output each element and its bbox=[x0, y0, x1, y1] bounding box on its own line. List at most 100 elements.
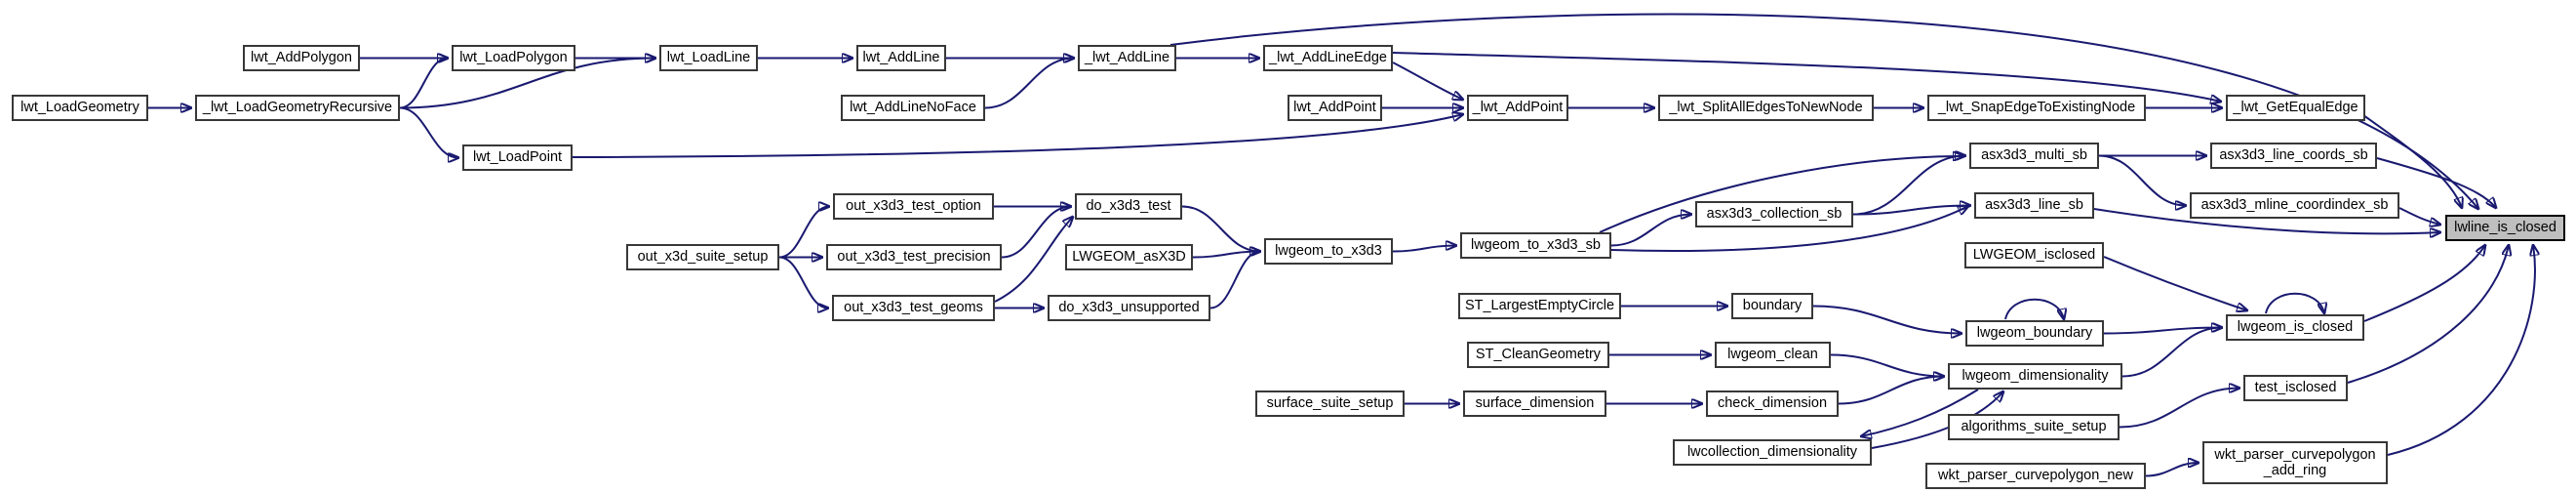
graph-node-lwline_is_closed[interactable]: lwline_is_closed bbox=[2445, 215, 2565, 241]
node-label: _lwt_AddLine bbox=[1084, 50, 1170, 66]
edge-out_x3d_suite_setup-out_x3d3_test_option bbox=[778, 207, 829, 259]
edge-do_x3d3_test-lwgeom_to_x3d3 bbox=[1181, 205, 1260, 252]
graph-node-lwt_AddLine[interactable]: lwt_AddLine bbox=[856, 45, 946, 71]
graph-node-lwt_AddLineNoFace[interactable]: lwt_AddLineNoFace bbox=[841, 95, 985, 121]
node-label: _lwt_LoadGeometryRecursive bbox=[202, 100, 393, 116]
node-label: surface_suite_setup bbox=[1266, 395, 1394, 412]
graph-node-out_x3d_suite_setup[interactable]: out_x3d_suite_setup bbox=[626, 244, 779, 270]
graph-node-asx3d3_collection_sb[interactable]: asx3d3_collection_sb bbox=[1695, 201, 1853, 227]
graph-node-asx3d3_multi_sb[interactable]: asx3d3_multi_sb bbox=[1969, 143, 2099, 169]
graph-node-wkt_parser_curvepolygon_new[interactable]: wkt_parser_curvepolygon_new bbox=[1925, 463, 2146, 489]
graph-node-lwgeom_clean[interactable]: lwgeom_clean bbox=[1715, 342, 1831, 368]
node-label: asx3d3_collection_sb bbox=[1706, 206, 1843, 223]
node-label: asx3d3_multi_sb bbox=[1981, 147, 2087, 164]
edge-lwgeom_boundary-lwgeom_boundary bbox=[2004, 298, 2064, 319]
node-label: check_dimension bbox=[1717, 395, 1828, 412]
edge-_lwt_AddLineEdge-_lwt_AddPoint bbox=[1392, 62, 1463, 100]
node-label: lwt_LoadGeometry bbox=[20, 100, 139, 116]
graph-node-_lwt_GetEqualEdge[interactable]: _lwt_GetEqualEdge bbox=[2226, 95, 2365, 121]
graph-node-out_x3d3_test_precision[interactable]: out_x3d3_test_precision bbox=[826, 244, 1002, 270]
graph-node-ST_LargestEmptyCircle[interactable]: ST_LargestEmptyCircle bbox=[1458, 293, 1621, 319]
node-label: lwt_LoadLine bbox=[666, 50, 751, 66]
graph-node-_lwt_SplitAllEdgesToNewNode[interactable]: _lwt_SplitAllEdgesToNewNode bbox=[1658, 95, 1874, 121]
node-label: lwline_is_closed bbox=[2454, 220, 2556, 236]
graph-node-LWGEOM_asX3D[interactable]: LWGEOM_asX3D bbox=[1065, 244, 1193, 270]
graph-node-check_dimension[interactable]: check_dimension bbox=[1706, 390, 1839, 417]
edge-_lwt_LoadGeometryRecursive-lwt_LoadLine bbox=[399, 59, 655, 109]
node-label: lwgeom_to_x3d3 bbox=[1275, 243, 1382, 260]
graph-node-lwt_AddPoint[interactable]: lwt_AddPoint bbox=[1288, 95, 1382, 121]
node-label: asx3d3_mline_coordindex_sb bbox=[2200, 197, 2389, 214]
edge-lwgeom_to_x3d3-lwgeom_to_x3d3_sb bbox=[1392, 246, 1456, 253]
node-label: ST_CleanGeometry bbox=[1475, 347, 1602, 363]
graph-node-boundary[interactable]: boundary bbox=[1731, 293, 1813, 319]
node-label: _lwt_GetEqualEdge bbox=[2233, 100, 2358, 116]
edge-LWGEOM_isclosed-lwgeom_is_closed bbox=[2103, 256, 2247, 310]
graph-node-lwt_LoadLine[interactable]: lwt_LoadLine bbox=[659, 45, 758, 71]
graph-node-_lwt_LoadGeometryRecursive[interactable]: _lwt_LoadGeometryRecursive bbox=[195, 95, 400, 121]
node-label: lwt_AddLineNoFace bbox=[850, 100, 976, 116]
edge-lwgeom_is_closed-lwgeom_is_closed bbox=[2265, 292, 2324, 313]
edge-lwt_AddLineNoFace-_lwt_AddLine bbox=[984, 59, 1074, 109]
edge-asx3d3_mline_coordindex_sb-lwline_is_closed bbox=[2398, 207, 2440, 225]
graph-node-out_x3d3_test_option[interactable]: out_x3d3_test_option bbox=[833, 193, 994, 220]
graph-node-_lwt_AddPoint[interactable]: _lwt_AddPoint bbox=[1467, 95, 1568, 121]
node-label: wkt_parser_curvepolygon_new bbox=[1938, 468, 2133, 484]
node-label: asx3d3_line_coords_sb bbox=[2219, 147, 2368, 164]
graph-node-lwt_AddPolygon[interactable]: lwt_AddPolygon bbox=[243, 45, 360, 71]
edge-lwgeom_boundary-lwgeom_is_closed bbox=[2103, 328, 2222, 335]
graph-node-lwgeom_is_closed[interactable]: lwgeom_is_closed bbox=[2226, 314, 2364, 341]
graph-node-test_isclosed[interactable]: test_isclosed bbox=[2243, 375, 2348, 401]
graph-node-lwgeom_dimensionality[interactable]: lwgeom_dimensionality bbox=[1948, 363, 2122, 390]
node-label: lwgeom_to_x3d3_sb bbox=[1470, 237, 1601, 254]
graph-node-lwt_LoadPoint[interactable]: lwt_LoadPoint bbox=[462, 144, 573, 171]
graph-node-_lwt_AddLineEdge[interactable]: _lwt_AddLineEdge bbox=[1263, 45, 1393, 71]
node-label: LWGEOM_isclosed bbox=[1972, 247, 2096, 264]
node-label: wkt_parser_curvepolygon _add_ring bbox=[2214, 446, 2376, 478]
edge-lwgeom_to_x3d3_sb-asx3d3_line_sb bbox=[1610, 206, 1968, 252]
edge-asx3d3_multi_sb-asx3d3_mline_coordindex_sb bbox=[2098, 154, 2186, 206]
node-label: lwgeom_boundary bbox=[1976, 325, 2093, 342]
edge-asx3d3_collection_sb-asx3d3_line_sb bbox=[1852, 206, 1970, 216]
node-label: lwt_LoadPolygon bbox=[459, 50, 568, 66]
edge-wkt_parser_curvepolygon_add_ring-lwline_is_closed bbox=[2387, 245, 2535, 456]
graph-node-do_x3d3_test[interactable]: do_x3d3_test bbox=[1075, 193, 1182, 220]
edge-_lwt_LoadGeometryRecursive-lwt_LoadPoint bbox=[399, 106, 458, 158]
graph-node-lwt_LoadGeometry[interactable]: lwt_LoadGeometry bbox=[12, 95, 148, 121]
edge-lwgeom_to_x3d3_sb-asx3d3_multi_sb bbox=[1599, 156, 1963, 233]
graph-node-lwgeom_boundary[interactable]: lwgeom_boundary bbox=[1965, 320, 2104, 347]
graph-node-asx3d3_line_sb[interactable]: asx3d3_line_sb bbox=[1974, 192, 2094, 219]
graph-node-LWGEOM_isclosed[interactable]: LWGEOM_isclosed bbox=[1964, 242, 2104, 268]
node-label: algorithms_suite_setup bbox=[1961, 419, 2107, 435]
edge-asx3d3_line_sb-lwline_is_closed bbox=[2093, 208, 2440, 233]
edge-out_x3d_suite_setup-out_x3d3_test_geoms bbox=[778, 256, 828, 308]
graph-node-do_x3d3_unsupported[interactable]: do_x3d3_unsupported bbox=[1048, 295, 1210, 321]
graph-node-out_x3d3_test_geoms[interactable]: out_x3d3_test_geoms bbox=[832, 295, 995, 321]
edge-lwgeom_dimensionality-lwcollection_dimensionality bbox=[1861, 389, 1979, 436]
graph-node-lwt_LoadPolygon[interactable]: lwt_LoadPolygon bbox=[452, 45, 575, 71]
graph-node-ST_CleanGeometry[interactable]: ST_CleanGeometry bbox=[1467, 342, 1609, 368]
graph-node-wkt_parser_curvepolygon_add_ring[interactable]: wkt_parser_curvepolygon _add_ring bbox=[2202, 441, 2388, 484]
edge-lwt_LoadPoint-_lwt_AddPoint bbox=[572, 114, 1463, 158]
graph-node-surface_suite_setup[interactable]: surface_suite_setup bbox=[1255, 390, 1405, 417]
graph-node-algorithms_suite_setup[interactable]: algorithms_suite_setup bbox=[1948, 414, 2120, 440]
edge-test_isclosed-lwline_is_closed bbox=[2347, 245, 2509, 384]
graph-node-_lwt_AddLine[interactable]: _lwt_AddLine bbox=[1078, 45, 1176, 71]
graph-node-asx3d3_mline_coordindex_sb[interactable]: asx3d3_mline_coordindex_sb bbox=[2190, 192, 2399, 219]
graph-node-lwcollection_dimensionality[interactable]: lwcollection_dimensionality bbox=[1673, 439, 1872, 466]
node-label: lwcollection_dimensionality bbox=[1686, 444, 1858, 461]
edge-_lwt_GetEqualEdge-lwline_is_closed bbox=[2362, 114, 2462, 208]
node-label: out_x3d3_test_precision bbox=[837, 249, 991, 266]
graph-node-surface_dimension[interactable]: surface_dimension bbox=[1463, 390, 1606, 417]
graph-node-lwgeom_to_x3d3_sb[interactable]: lwgeom_to_x3d3_sb bbox=[1460, 232, 1611, 259]
graph-node-_lwt_SnapEdgeToExistingNode[interactable]: _lwt_SnapEdgeToExistingNode bbox=[1927, 95, 2146, 121]
edge-do_x3d3_unsupported-lwgeom_to_x3d3 bbox=[1209, 252, 1260, 309]
node-label: asx3d3_line_sb bbox=[1985, 197, 2083, 214]
node-label: out_x3d3_test_option bbox=[846, 198, 981, 215]
graph-node-lwgeom_to_x3d3[interactable]: lwgeom_to_x3d3 bbox=[1264, 238, 1393, 265]
node-label: do_x3d3_test bbox=[1086, 198, 1171, 215]
edge-asx3d3_line_coords_sb-lwline_is_closed bbox=[2376, 157, 2496, 208]
graph-node-asx3d3_line_coords_sb[interactable]: asx3d3_line_coords_sb bbox=[2210, 143, 2377, 169]
